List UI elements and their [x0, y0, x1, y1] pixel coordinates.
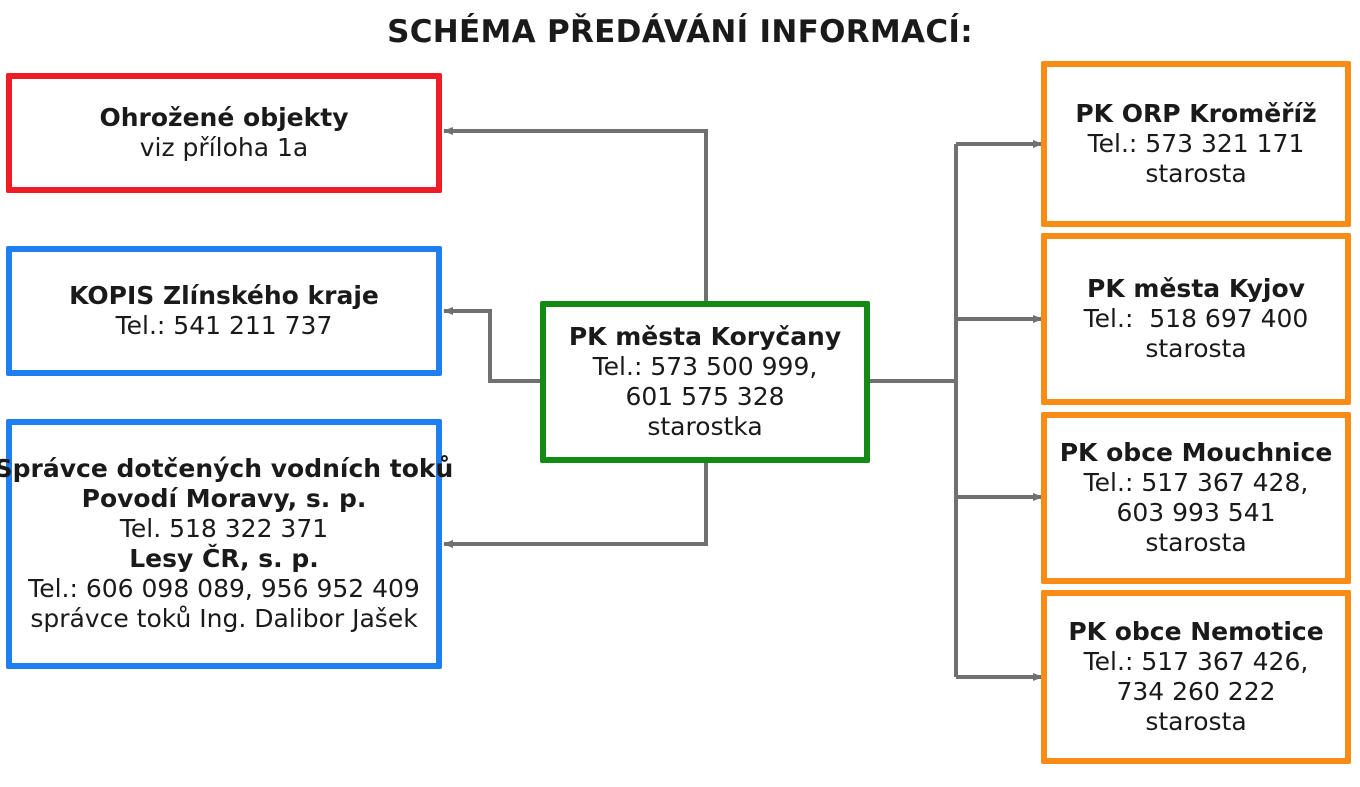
center-name: PK města Koryčany: [568, 322, 842, 351]
center-tel: Tel.: 573 500 999,: [592, 352, 818, 381]
arrow-to-objects: [443, 127, 708, 304]
center-tel2: 601 575 328: [625, 382, 785, 411]
nemotice-role: starosta: [1145, 707, 1247, 736]
water-org2: Lesy ČR, s. p.: [129, 544, 319, 573]
nemotice-tel2: 734 260 222: [1116, 677, 1276, 706]
center-role: starostka: [647, 412, 763, 441]
water-tel2: Tel.: 606 098 089, 956 952 409: [28, 574, 420, 603]
kyjov-tel: Tel.: 518 697 400: [1083, 304, 1309, 333]
box-water-managers: Správce dotčených vodních toků Povodí Mo…: [0, 419, 453, 669]
kyjov-role: starosta: [1145, 334, 1247, 363]
nemotice-tel: Tel.: 517 367 426,: [1083, 647, 1309, 676]
kromeriz-name: PK ORP Kroměříž: [1075, 99, 1317, 128]
water-manager: správce toků Ing. Dalibor Jašek: [30, 604, 418, 633]
mouchnice-name: PK obce Mouchnice: [1059, 438, 1333, 467]
box-kopis: KOPIS Zlínského kraje Tel.: 541 211 737: [6, 246, 442, 376]
kopis-tel: Tel.: 541 211 737: [115, 311, 333, 340]
water-heading: Správce dotčených vodních toků: [0, 454, 454, 483]
kromeriz-tel: Tel.: 573 321 171: [1087, 129, 1305, 158]
mouchnice-tel: Tel.: 517 367 428,: [1083, 468, 1309, 497]
box-center-korycany: PK města Koryčany Tel.: 573 500 999, 601…: [540, 301, 870, 463]
mouchnice-tel2: 603 993 541: [1116, 498, 1276, 527]
box-kromeriz: PK ORP Kroměříž Tel.: 573 321 171 staros…: [1041, 61, 1351, 227]
box-endangered-objects: Ohrožené objekty viz příloha 1a: [6, 73, 442, 193]
box-mouchnice: PK obce Mouchnice Tel.: 517 367 428, 603…: [1041, 412, 1351, 584]
water-tel1: Tel. 518 322 371: [119, 514, 329, 543]
box-kyjov: PK města Kyjov Tel.: 518 697 400 starost…: [1041, 233, 1351, 405]
arrow-to-water: [443, 461, 708, 548]
kyjov-name: PK města Kyjov: [1087, 274, 1305, 303]
water-org1: Povodí Moravy, s. p.: [81, 484, 367, 513]
page-title: SCHÉMA PŘEDÁVÁNÍ INFORMACÍ:: [387, 14, 973, 50]
arrow-to-kopis: [443, 307, 542, 383]
kopis-name: KOPIS Zlínského kraje: [69, 281, 379, 310]
kromeriz-role: starosta: [1145, 159, 1247, 188]
objects-note: viz příloha 1a: [139, 133, 309, 162]
mouchnice-role: starosta: [1145, 528, 1247, 557]
box-nemotice: PK obce Nemotice Tel.: 517 367 426, 734 …: [1041, 590, 1351, 764]
nemotice-name: PK obce Nemotice: [1068, 617, 1324, 646]
objects-name: Ohrožené objekty: [99, 103, 349, 132]
